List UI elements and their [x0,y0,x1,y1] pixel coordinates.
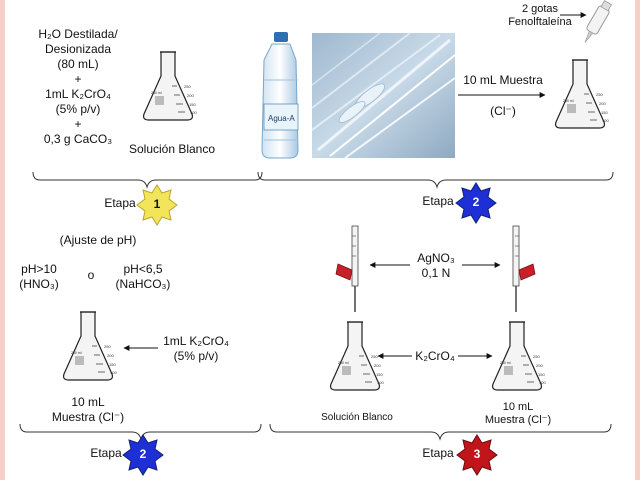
flask-volume: 10 mL [502,401,534,413]
drops-line2: Fenolftaleína [508,16,572,28]
water-line3: (80 mL) [57,57,99,71]
sample-label-top: 10 mL Muestra [463,73,543,87]
ph-high-line2: (HNO₃) [19,277,59,291]
sample-ion-top: (Cl⁻) [490,104,516,118]
ph-high-line1: pH>10 [21,262,57,276]
water-label: H₂O Destilada/ Desionizada (80 mL) + 1mL… [14,27,142,147]
stage2-top-etapa-label: Etapa [422,194,454,208]
blank-flask-label-stage3: Solución Blanco [321,412,393,423]
chromate-label-bottom: 1mL K₂CrO₄ (5% p/v) [156,334,236,364]
sample-flask-icon [554,59,611,129]
blank-flask-icon [329,321,386,391]
water-line1: H₂O Destilada/ [38,27,118,41]
bottle-label: Agua-A [268,114,295,123]
indicator-label: K₂CrO₄ [415,349,455,363]
dropper-bottle-icon [584,0,613,43]
titrant-label: AgNO₃ 0,1 N [408,251,464,281]
sample-flask-label-bottom: 10 mL Muestra (Cl⁻) [40,395,136,425]
plus-sign: + [74,72,82,86]
stage1-number: 1 [153,197,161,211]
stage2-top-number: 2 [472,195,480,209]
stage1-bracket [32,171,263,189]
ph-low-line1: pH<6,5 [123,262,163,276]
pipettes-photo-icon [311,32,456,159]
burette-icon [512,225,536,312]
titrant-formula: AgNO₃ [417,251,455,265]
stage2-top-bracket [257,171,614,189]
flask-sample: Muestra (Cl⁻) [484,414,552,426]
chromate-line1: 1mL K₂CrO₄ [45,87,111,101]
stage3-bracket [269,423,612,441]
stage1-etapa-label: Etapa [104,196,136,210]
blank-flask-icon [142,51,199,121]
ph-or: o [87,268,95,282]
chromate-line2: (5% p/v) [55,102,101,116]
flask-sample: Muestra (Cl⁻) [51,410,125,424]
flask-volume: 10 mL [71,395,105,409]
blank-flask-label: Solución Blanco [128,142,216,156]
sample-flask-icon [491,321,548,391]
water-bottle-icon [261,32,299,159]
burette-icon [335,225,359,312]
drops-label: 2 gotas Fenolftaleína [500,3,580,29]
sample-flask-label-stage3: 10 mL Muestra (Cl⁻) [480,401,556,427]
stage2-bottom-etapa-label: Etapa [90,446,122,460]
ph-title: (Ajuste de pH) [59,233,137,247]
stage3-etapa-label: Etapa [422,446,454,460]
ph-low-line2: (NaHCO₃) [115,277,171,291]
chromate-line2: (5% p/v) [173,349,219,363]
ph-high: pH>10 (HNO₃) [14,262,64,292]
sample-flask-icon [62,311,119,381]
titrant-normality: 0,1 N [421,266,451,280]
ph-low: pH<6,5 (NaHCO₃) [108,262,178,292]
stage2-bottom-number: 2 [139,447,147,461]
right-accent-band [635,0,640,480]
drops-line1: 2 gotas [521,3,559,15]
carbonate-line: 0,3 g CaCO₃ [43,132,113,146]
plus-sign: + [74,117,82,131]
left-accent-band [0,0,5,480]
stage3-number: 3 [473,447,481,461]
stage2-bottom-bracket [19,423,262,441]
chromate-line1: 1mL K₂CrO₄ [163,334,229,348]
water-line2: Desionizada [44,42,112,56]
